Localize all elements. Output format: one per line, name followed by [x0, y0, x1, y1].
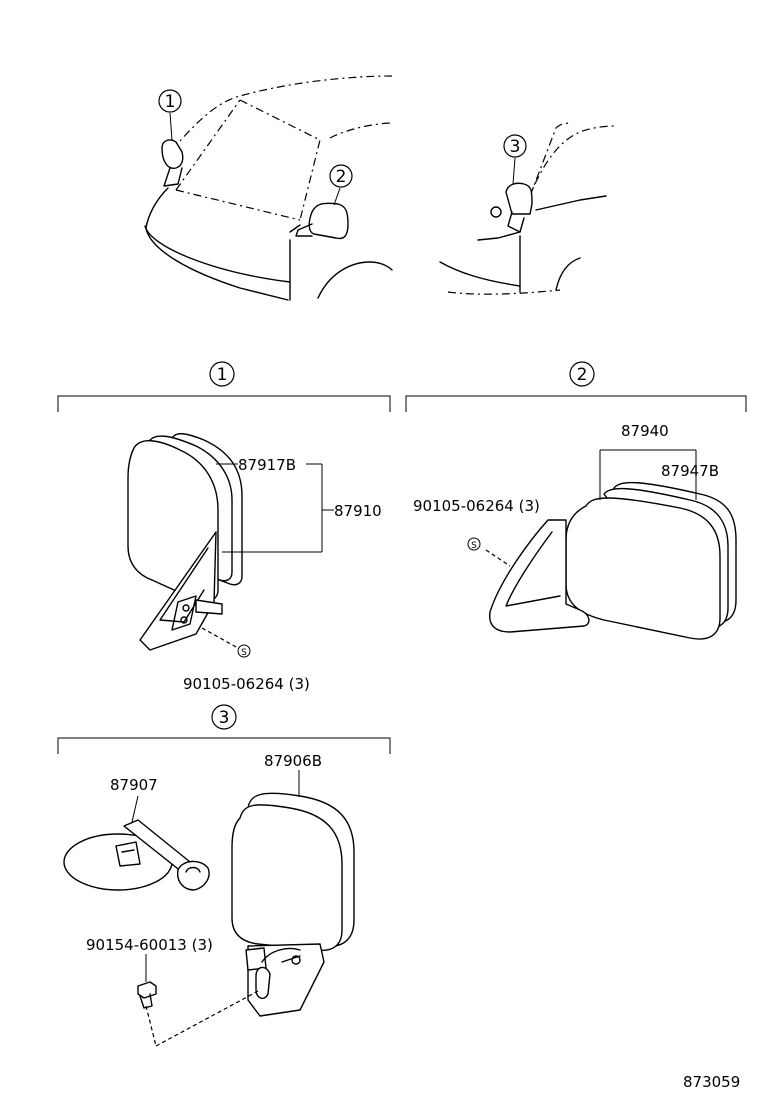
svg-text:S: S: [241, 648, 247, 658]
svg-text:S: S: [471, 541, 477, 551]
section-3-bolt: [137, 954, 261, 1047]
callout-2-overview: 2: [329, 164, 353, 188]
label-87917B: 87917B: [238, 456, 296, 474]
figure-code: 873059: [683, 1073, 740, 1091]
section-1-header: 1: [57, 361, 391, 412]
callout-3-overview: 3: [503, 134, 527, 158]
callout-1-overview: 1: [158, 89, 182, 113]
vehicle-overview-side: [439, 122, 615, 295]
section-2-header: 2: [405, 361, 747, 412]
label-screw-90105-06264-s2: 90105-06264 (3): [413, 497, 540, 515]
svg-text:1: 1: [165, 92, 176, 112]
label-87906B: 87906B: [264, 752, 322, 770]
label-87947B: 87947B: [661, 462, 719, 480]
section-2-mirror: S: [467, 449, 737, 640]
label-87940: 87940: [621, 422, 669, 440]
vehicle-overview-front: [144, 75, 393, 301]
label-screw-90105-06264-s1: 90105-06264 (3): [183, 675, 310, 693]
label-87910: 87910: [334, 502, 382, 520]
label-bolt-90154-60013: 90154-60013 (3): [86, 936, 213, 954]
svg-text:2: 2: [577, 365, 588, 385]
section-3-header: 3: [57, 704, 391, 754]
section-1-mirror: S: [127, 433, 334, 658]
label-87907: 87907: [110, 776, 158, 794]
svg-text:3: 3: [219, 708, 230, 728]
svg-text:1: 1: [217, 365, 228, 385]
svg-text:3: 3: [510, 137, 521, 157]
section-3-round-mirror: [63, 795, 210, 891]
svg-text:2: 2: [336, 167, 347, 187]
section-3-large-mirror: [231, 770, 355, 1017]
